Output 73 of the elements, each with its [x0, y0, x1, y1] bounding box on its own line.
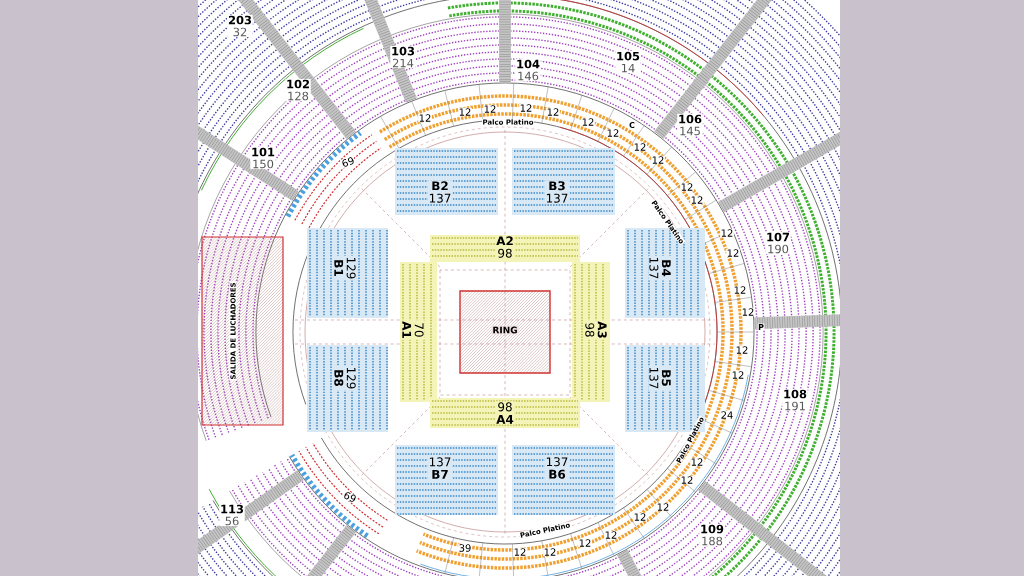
section-number: 108 191	[782, 388, 808, 412]
boxing-ring: RING	[459, 290, 551, 374]
node-label: 101	[252, 147, 275, 157]
seating-block: 137 B6	[512, 445, 615, 515]
section-number: 203 32	[227, 14, 253, 38]
section-number: 106 145	[677, 113, 703, 137]
section-number: 113 56	[219, 503, 245, 527]
node-label: 32	[233, 27, 247, 37]
seating-block: 129 B8	[307, 345, 388, 432]
node-label: 146	[518, 71, 539, 81]
capacity-number: 12	[581, 117, 595, 127]
seating-block: 137 B7	[395, 445, 498, 515]
node-label: 103	[392, 46, 415, 56]
capacity-number: 12	[731, 370, 745, 380]
capacity-number: 12	[578, 538, 592, 548]
capacity-number: 12	[543, 547, 557, 557]
capacity-number: 12	[656, 502, 670, 512]
capacity-number: 12	[680, 182, 694, 192]
node-label: 145	[680, 126, 700, 136]
node-label: 191	[785, 401, 805, 411]
capacity-number: 12	[606, 128, 620, 138]
seating-block: B3 137	[512, 148, 615, 215]
capacity-number: 12	[483, 104, 497, 114]
seating-block: 98 A4	[430, 398, 580, 428]
capacity-number: 12	[735, 345, 749, 355]
capacity-number: 12	[519, 103, 533, 113]
capacity-number: 12	[513, 547, 527, 557]
section-number: 104 146	[515, 58, 541, 82]
capacity-number: 12	[418, 113, 432, 123]
node-label: 150	[253, 159, 274, 169]
section-number: 101 150	[250, 146, 276, 170]
seating-block: A3 98	[572, 262, 610, 402]
seating-block: B2 137	[395, 148, 498, 215]
node-label: 108	[784, 389, 807, 399]
node-label: 128	[288, 91, 309, 101]
node-label: 102	[287, 79, 309, 89]
section-number: 107 190	[765, 231, 791, 255]
node-label: 188	[702, 536, 723, 546]
capacity-number: 12	[690, 457, 704, 467]
capacity-number: 12	[633, 512, 647, 522]
capacity-number: 39	[458, 543, 472, 553]
capacity-number: 12	[604, 530, 618, 540]
node-label: 113	[221, 504, 244, 514]
seating-block: 129 B1	[307, 228, 388, 318]
node-label: 104	[517, 59, 540, 69]
seating-block: 70 A1	[400, 262, 437, 402]
node-label: 105	[617, 51, 640, 61]
capacity-number: 69	[342, 490, 358, 504]
seating-block: A2 98	[430, 235, 580, 262]
node-label: 106	[679, 114, 702, 124]
capacity-number: 12	[651, 155, 665, 165]
node-label: 109	[701, 524, 724, 534]
capacity-number: 12	[546, 107, 560, 117]
capacity-number: 12	[458, 107, 472, 117]
section-number: 103 214	[390, 45, 416, 68]
capacity-number: 12	[680, 475, 694, 485]
capacity-number: 69	[340, 155, 356, 169]
capacity-number: 12	[633, 142, 647, 152]
section-number: 102 128	[285, 78, 311, 102]
node-label: 107	[767, 232, 790, 242]
node-label: 203	[228, 15, 252, 25]
capacity-number: 12	[690, 195, 704, 205]
capacity-number: 12	[733, 285, 747, 295]
capacity-number: 24	[720, 410, 734, 420]
capacity-number: 12	[726, 248, 740, 258]
node-label: 190	[768, 244, 789, 254]
capacity-number: 12	[741, 307, 755, 317]
section-number: 105 14	[615, 50, 641, 73]
node-label: 56	[225, 516, 239, 526]
capacity-number: 12	[720, 228, 734, 238]
node-label: 214	[392, 58, 414, 68]
section-number: 109 188	[699, 523, 725, 547]
node-label: 14	[621, 63, 635, 73]
